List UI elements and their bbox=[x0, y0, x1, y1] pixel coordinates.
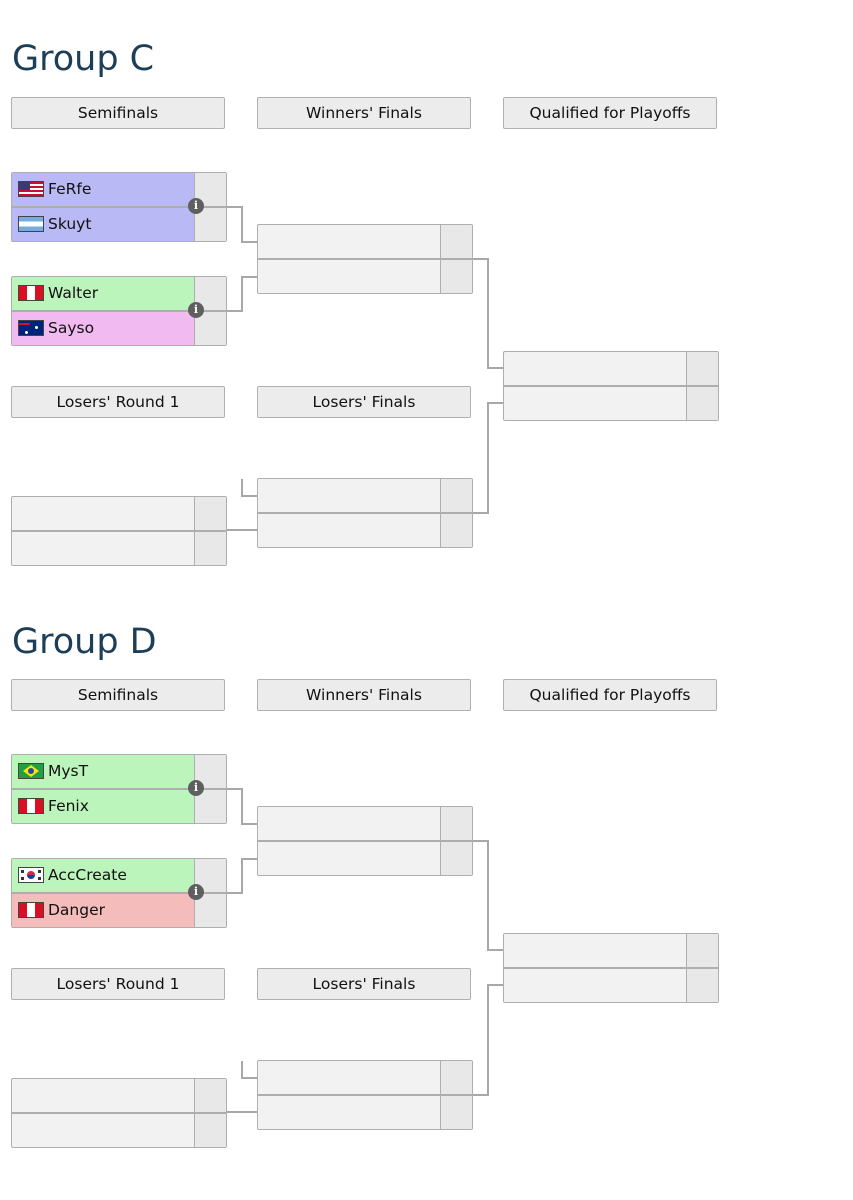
group-c: Group C Semifinals Winners' Finals Quali… bbox=[0, 0, 853, 566]
flag-br-icon bbox=[18, 763, 44, 779]
flag-pe-icon bbox=[18, 902, 44, 918]
flag-us-icon bbox=[18, 181, 44, 197]
player-name bbox=[504, 969, 687, 1002]
score-cell bbox=[687, 352, 718, 385]
bracket-connectors bbox=[227, 788, 504, 1113]
match-slot[interactable]: AccCreate bbox=[11, 858, 227, 893]
player-name: Danger bbox=[12, 894, 195, 927]
match-slot[interactable] bbox=[257, 224, 473, 259]
player-name: Skuyt bbox=[12, 208, 195, 241]
match-slot[interactable] bbox=[11, 531, 227, 566]
score-cell bbox=[441, 1061, 472, 1094]
header-winners-finals: Winners' Finals bbox=[257, 97, 471, 129]
player-name bbox=[258, 1061, 441, 1094]
header-losers-round-1: Losers' Round 1 bbox=[11, 386, 225, 418]
match-slot[interactable] bbox=[503, 386, 719, 421]
match-info-icon[interactable]: i bbox=[188, 780, 204, 796]
score-cell bbox=[195, 208, 226, 241]
score-cell bbox=[195, 312, 226, 345]
score-cell bbox=[441, 225, 472, 258]
player-name bbox=[504, 352, 687, 385]
score-cell bbox=[441, 514, 472, 547]
group-title: Group C bbox=[12, 39, 155, 79]
player-name: FeRfe bbox=[12, 173, 195, 206]
score-cell bbox=[195, 1114, 226, 1147]
match-info-icon[interactable]: i bbox=[188, 884, 204, 900]
player-name bbox=[12, 1079, 195, 1112]
flag-kr-icon bbox=[18, 867, 44, 883]
player-name: AccCreate bbox=[12, 859, 195, 892]
match-slot[interactable]: FeRfe bbox=[11, 172, 227, 207]
match-info-icon[interactable]: i bbox=[188, 302, 204, 318]
match-slot[interactable] bbox=[11, 496, 227, 531]
score-cell bbox=[195, 1079, 226, 1112]
header-semifinals: Semifinals bbox=[11, 97, 225, 129]
match-slot[interactable] bbox=[503, 933, 719, 968]
match-slot[interactable] bbox=[257, 1060, 473, 1095]
match-slot[interactable] bbox=[11, 1078, 227, 1113]
flag-ar-icon bbox=[18, 216, 44, 232]
score-cell bbox=[687, 934, 718, 967]
player-name bbox=[12, 532, 195, 565]
player-name: Fenix bbox=[12, 790, 195, 823]
header-qualified: Qualified for Playoffs bbox=[503, 679, 717, 711]
player-name bbox=[258, 225, 441, 258]
player-name bbox=[258, 260, 441, 293]
player-name bbox=[258, 842, 441, 875]
match-slot[interactable] bbox=[11, 1113, 227, 1148]
match-slot[interactable] bbox=[503, 968, 719, 1003]
match-slot[interactable] bbox=[503, 351, 719, 386]
score-cell bbox=[195, 497, 226, 530]
flag-au-icon bbox=[18, 320, 44, 336]
player-name bbox=[258, 479, 441, 512]
player-name bbox=[504, 934, 687, 967]
match-slot[interactable]: Walter bbox=[11, 276, 227, 311]
player-name bbox=[12, 1114, 195, 1147]
header-losers-round-1: Losers' Round 1 bbox=[11, 968, 225, 1000]
header-losers-finals: Losers' Finals bbox=[257, 386, 471, 418]
header-winners-finals: Winners' Finals bbox=[257, 679, 471, 711]
player-name bbox=[504, 387, 687, 420]
score-cell bbox=[687, 387, 718, 420]
match-info-icon[interactable]: i bbox=[188, 198, 204, 214]
player-name bbox=[258, 1096, 441, 1129]
match-slot[interactable] bbox=[257, 1095, 473, 1130]
score-cell bbox=[687, 969, 718, 1002]
header-semifinals: Semifinals bbox=[11, 679, 225, 711]
player-name bbox=[258, 807, 441, 840]
group-d: Group D Semifinals Winners' Finals Quali… bbox=[0, 583, 853, 1148]
score-cell bbox=[441, 1096, 472, 1129]
flag-pe-icon bbox=[18, 798, 44, 814]
match-slot[interactable] bbox=[257, 806, 473, 841]
player-name: MysT bbox=[12, 755, 195, 788]
player-name bbox=[12, 497, 195, 530]
score-cell bbox=[441, 479, 472, 512]
bracket-connectors bbox=[227, 206, 504, 531]
match-slot[interactable] bbox=[257, 259, 473, 294]
score-cell bbox=[195, 894, 226, 927]
group-title: Group D bbox=[12, 622, 157, 662]
player-name: Walter bbox=[12, 277, 195, 310]
score-cell bbox=[195, 532, 226, 565]
flag-pe-icon bbox=[18, 285, 44, 301]
score-cell bbox=[441, 807, 472, 840]
player-name: Sayso bbox=[12, 312, 195, 345]
score-cell bbox=[441, 260, 472, 293]
score-cell bbox=[195, 790, 226, 823]
match-slot[interactable] bbox=[257, 513, 473, 548]
header-losers-finals: Losers' Finals bbox=[257, 968, 471, 1000]
score-cell bbox=[441, 842, 472, 875]
player-name bbox=[258, 514, 441, 547]
match-slot[interactable] bbox=[257, 478, 473, 513]
match-slot[interactable] bbox=[257, 841, 473, 876]
header-qualified: Qualified for Playoffs bbox=[503, 97, 717, 129]
